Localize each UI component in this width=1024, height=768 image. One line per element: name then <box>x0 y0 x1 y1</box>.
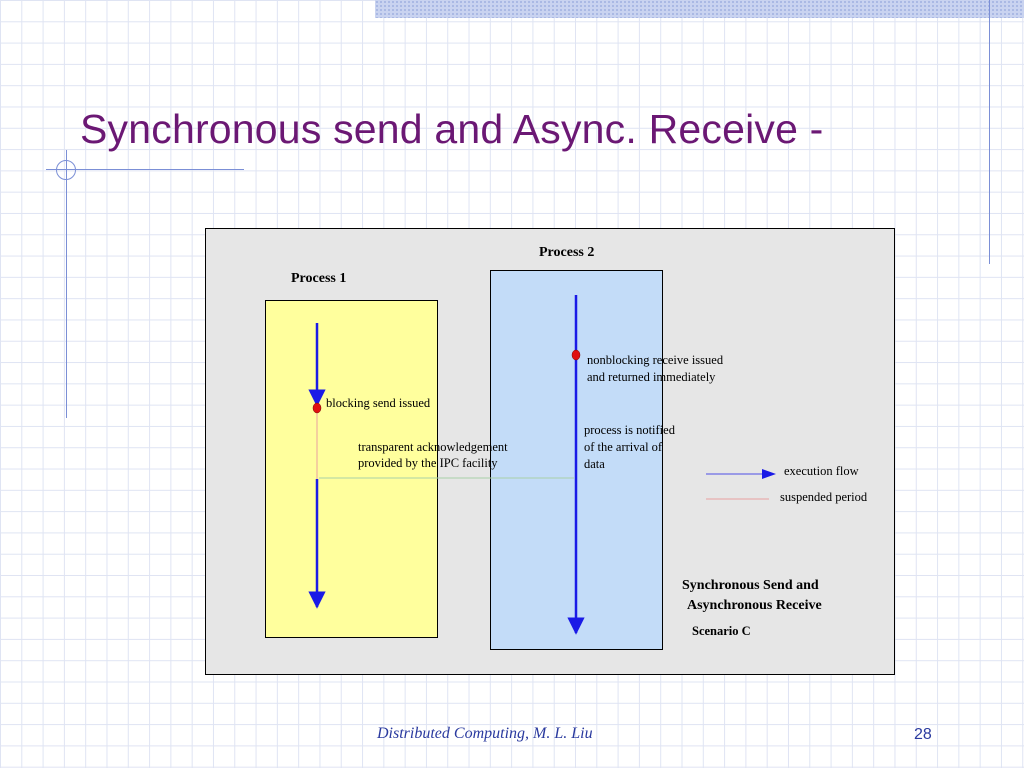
decoration-vertical-line-right <box>989 0 990 264</box>
page-number: 28 <box>914 726 932 743</box>
scenario-diagram: Process 1 Process 2 blocking send issued… <box>205 228 895 675</box>
decoration-circle <box>56 160 76 180</box>
scenario-label: Scenario C <box>692 624 751 638</box>
diagram-arrows <box>308 295 776 635</box>
process-2-label: Process 2 <box>539 245 595 260</box>
ack-label-line-2: provided by the IPC facility <box>358 456 498 470</box>
notified-label-line-1: process is notified <box>584 423 675 437</box>
notified-label-line-2: of the arrival of <box>584 440 663 454</box>
header-decoration-band <box>375 0 1024 18</box>
footer-credit: Distributed Computing, M. L. Liu <box>377 725 593 742</box>
decoration-vertical-line-left <box>66 150 67 418</box>
nonblocking-label-line-1: nonblocking receive issued <box>587 353 724 367</box>
slide-title: Synchronous send and Async. Receive - <box>80 106 824 152</box>
ack-label-line-1: transparent acknowledgement <box>358 440 508 454</box>
legend-execution-arrowhead <box>762 469 776 479</box>
caption-line-1: Synchronous Send and <box>682 578 819 593</box>
nonblocking-receive-marker <box>571 349 581 361</box>
decoration-horizontal-line <box>46 169 244 170</box>
notified-label-line-3: data <box>584 457 605 471</box>
blocking-send-marker <box>312 402 322 414</box>
process-1-box <box>265 300 438 638</box>
caption-line-2: Asynchronous Receive <box>687 598 822 613</box>
blocking-send-label: blocking send issued <box>326 396 431 410</box>
legend-execution-label: execution flow <box>784 464 859 478</box>
nonblocking-label-line-2: and returned immediately <box>587 370 716 384</box>
process-1-label: Process 1 <box>291 271 347 286</box>
legend-suspended-label: suspended period <box>780 490 868 504</box>
